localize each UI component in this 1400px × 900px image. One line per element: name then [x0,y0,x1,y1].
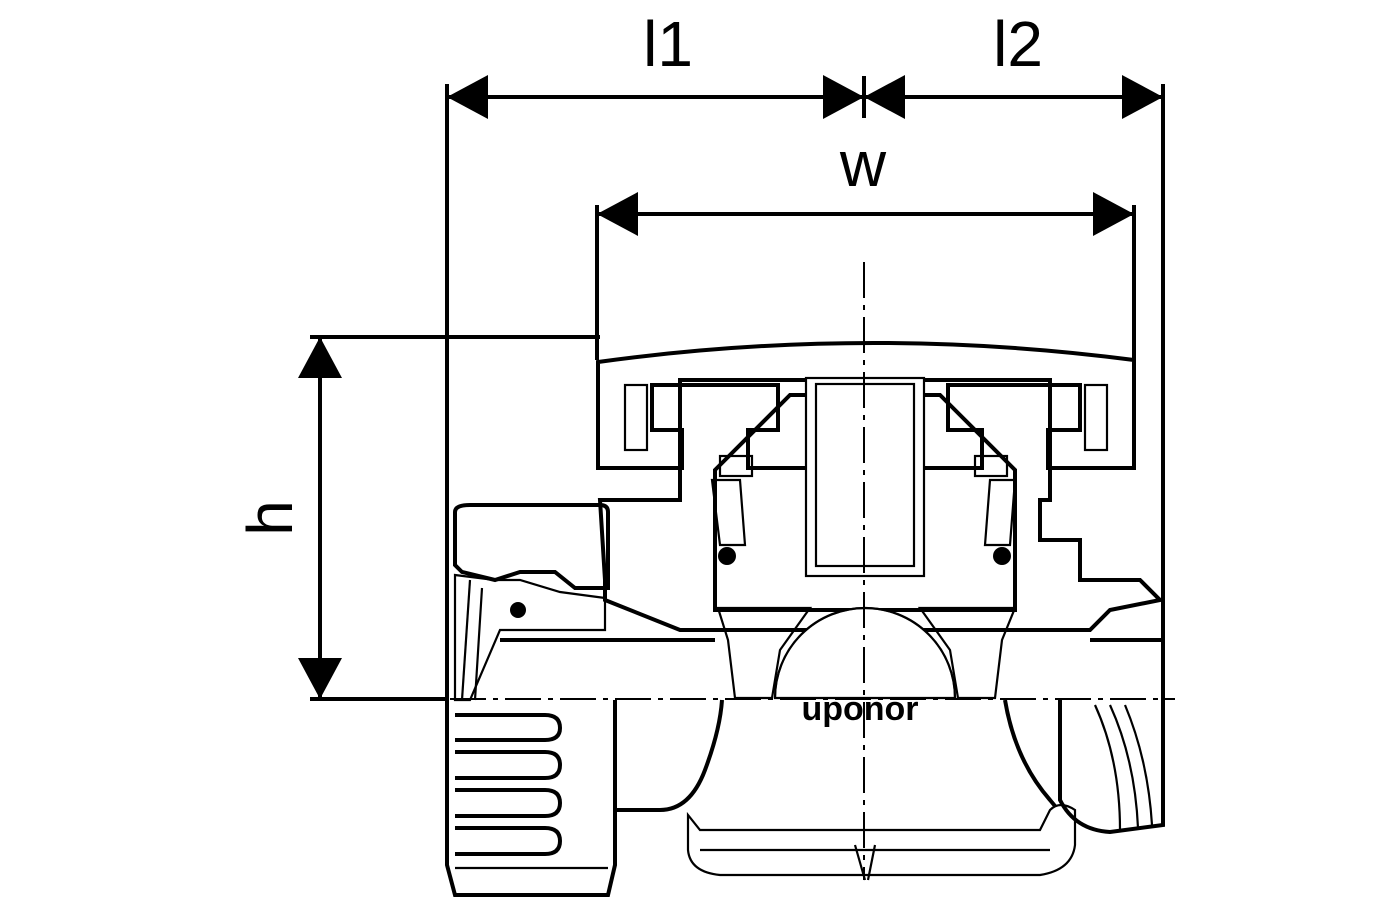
o-ring-left [718,547,736,565]
arrowhead-l1-right [823,75,864,119]
arrowhead-h-bottom [298,658,342,699]
body-lower-left [615,699,724,812]
arrowhead-l2-left [864,75,905,119]
bottom-bowl [686,803,1077,877]
clip-left [718,454,754,478]
o-ring-right [993,547,1011,565]
logo-text-uponor: uponor [801,690,918,728]
nut-exterior [445,700,617,897]
body-lower-right [1003,699,1062,814]
spring-right [983,478,1017,547]
nut-line-2 [473,587,484,701]
fitting-section [453,341,1165,702]
label-l2: l2 [993,8,1043,80]
clip-right [973,454,1009,478]
nut-insert-section [453,573,607,702]
cap-slot-left-1 [623,383,649,452]
arrowhead-w-right [1093,192,1134,236]
fitting-body-section [597,378,1165,632]
nut-ribs [455,713,608,870]
arrowhead-l1-left [447,75,488,119]
label-h: h [234,500,306,536]
core-section [713,393,1017,612]
label-w: w [839,128,887,200]
dimension-h: h [234,335,600,701]
right-port-exterior [1058,700,1165,835]
arrowhead-l2-right [1122,75,1163,119]
cap-slot-right-1 [1083,383,1109,452]
arrowhead-w-left [597,192,638,236]
dimension-l1-l2: l1 l2 [445,8,1165,700]
arrowhead-h-top [298,337,342,378]
cap-section [596,341,1136,470]
seat-right [917,606,1017,700]
center-lines [450,262,1175,880]
nut-section [453,503,610,590]
fitting-exterior: uponor [445,690,1165,897]
label-l1: l1 [643,8,693,80]
right-port-thread [1093,704,1154,831]
spring-left [710,478,747,547]
nut-line-1 [460,579,472,701]
dimension-w: w [595,128,1136,360]
o-ring-port [510,602,526,618]
